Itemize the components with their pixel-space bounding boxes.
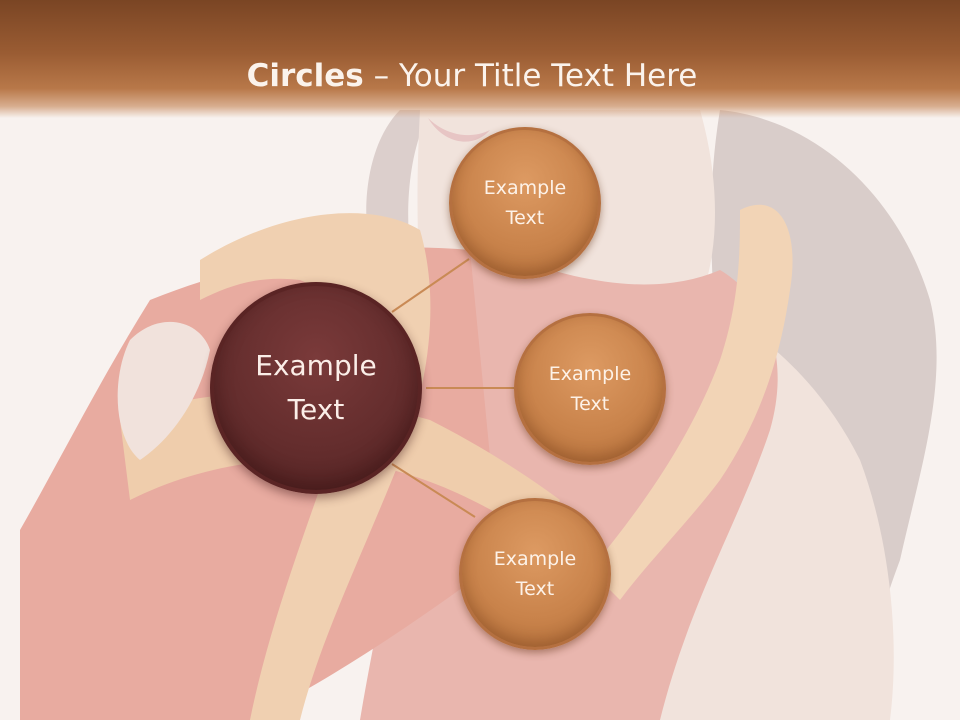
title-rest-text: – Your Title Text Here bbox=[363, 58, 698, 94]
center-circle[interactable]: Example Text bbox=[210, 282, 422, 494]
satellite-circle-2-label: Example Text bbox=[548, 363, 632, 415]
satellite-circle-1[interactable]: Example Text bbox=[449, 127, 601, 279]
title-bar bbox=[0, 0, 960, 118]
slide-title[interactable]: Circles – Your Title Text Here bbox=[0, 52, 944, 100]
connector-line-3 bbox=[391, 463, 476, 518]
satellite-circle-3[interactable]: Example Text bbox=[459, 498, 611, 650]
satellite-circle-3-label: Example Text bbox=[493, 548, 577, 600]
connector-line-1 bbox=[391, 258, 470, 313]
center-circle-label: Example Text bbox=[255, 349, 377, 426]
title-bold-text: Circles bbox=[246, 58, 364, 94]
satellite-circle-2[interactable]: Example Text bbox=[514, 313, 666, 465]
satellite-circle-1-label: Example Text bbox=[483, 177, 567, 229]
